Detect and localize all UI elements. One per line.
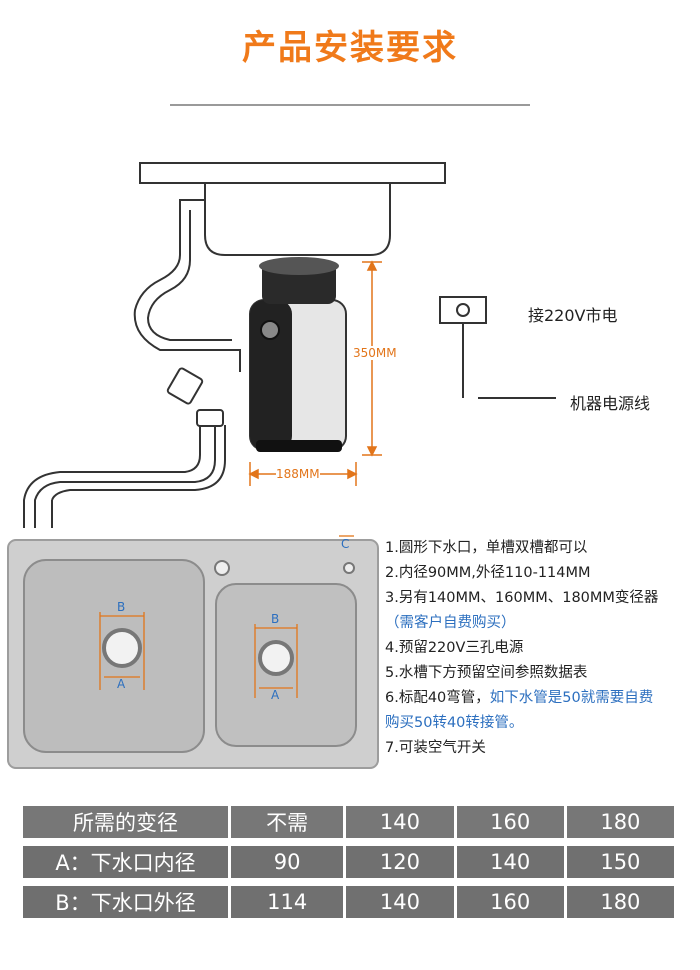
installation-notes: 1.圆形下水口，单槽双槽都可以 2.内径90MM,外径110-114MM 3.另… (385, 536, 700, 761)
sink-bowl (204, 182, 391, 256)
title-divider (170, 104, 530, 106)
table-header-cell: 180 (566, 806, 674, 838)
mark-a-left: A (117, 677, 126, 691)
drain-pipe-inner (146, 210, 232, 341)
table-header-cell: 所需的变径 (23, 806, 228, 838)
note-6-b: 如下水管是50就需要自费 (489, 690, 654, 706)
power-socket (439, 296, 487, 324)
outlet-pipe (34, 425, 216, 528)
table-header-row: 所需的变径 不需 140 160 180 (23, 806, 674, 838)
note-3-extra: （需客户自费购买） (385, 615, 516, 631)
note-1: 1.圆形下水口，单槽双槽都可以 (385, 540, 588, 556)
note-6: 6.标配40弯管，如下水管是50就需要自费 (385, 686, 700, 711)
pipe-connector (166, 367, 204, 405)
table-header-cell: 140 (346, 806, 454, 838)
countertop (139, 162, 446, 184)
table-cell: 150 (566, 846, 674, 878)
table-cell: 90 (231, 846, 344, 878)
table-cell: B：下水口外径 (23, 886, 228, 918)
faucet-hole-1 (214, 560, 230, 576)
table-cell: 140 (456, 846, 564, 878)
note-3: 3.另有140MM、160MM、180MM变径器 (385, 590, 659, 606)
page-title: 产品安装要求 (242, 28, 458, 68)
table-cell: 160 (456, 886, 564, 918)
height-dimension-label: 350MM (353, 346, 397, 360)
cord-label: 机器电源线 (570, 394, 651, 413)
mark-a-right: A (271, 688, 280, 702)
width-dimension-label: 188MM (276, 467, 320, 481)
note-4: 4.预留220V三孔电源 (385, 640, 524, 656)
drain-pipe (133, 199, 230, 351)
table-row: A：下水口内径 90 120 140 150 (23, 846, 674, 878)
mark-b-right: B (271, 612, 280, 626)
note-6-c: 购买50转40转接管。 (385, 715, 524, 731)
table-header-cell: 不需 (231, 806, 344, 838)
disposer-shade (250, 300, 292, 450)
pipe-nut (196, 409, 224, 427)
right-drain-hole (258, 640, 294, 676)
mark-c: C (341, 537, 350, 551)
power-label: 接220V市电 (528, 306, 618, 325)
left-drain-hole (102, 628, 142, 668)
table-cell: 180 (566, 886, 674, 918)
outlet-pipe-inner (23, 425, 201, 528)
disposer-mount (259, 257, 339, 275)
table-cell: 140 (346, 886, 454, 918)
note-2: 2.内径90MM,外径110-114MM (385, 565, 591, 581)
table-header-cell: 160 (456, 806, 564, 838)
note-6-a: 6.标配40弯管， (385, 690, 490, 706)
faucet-hole-2 (343, 562, 355, 574)
table-row: B：下水口外径 114 140 160 180 (23, 886, 674, 918)
table-cell: 120 (346, 846, 454, 878)
mark-b-left: B (117, 600, 126, 614)
table-cell: 114 (231, 886, 344, 918)
table-cell: A：下水口内径 (23, 846, 228, 878)
spec-table: 所需的变径 不需 140 160 180 A：下水口内径 90 120 140 … (20, 798, 677, 926)
note-7: 7.可装空气开关 (385, 740, 486, 756)
disposer-base (256, 440, 342, 452)
disposer-inlet (260, 320, 280, 340)
note-5: 5.水槽下方预留空间参照数据表 (385, 665, 588, 681)
